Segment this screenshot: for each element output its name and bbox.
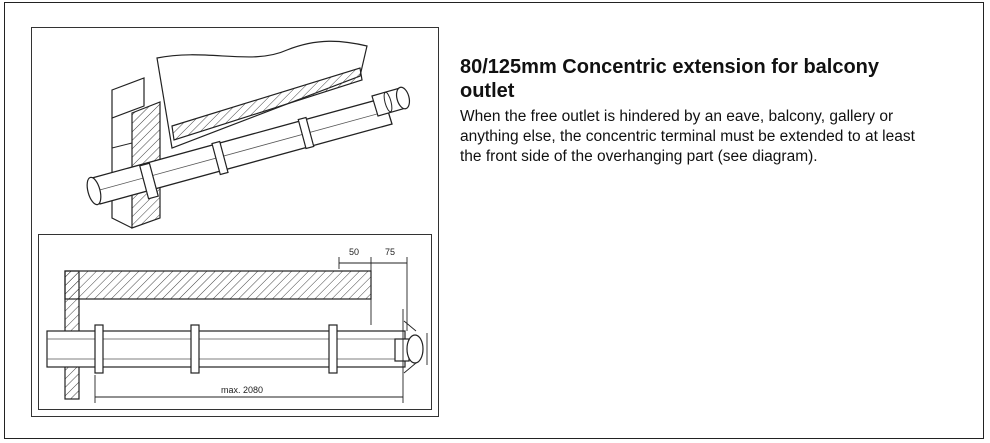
- concentric-pipe: [46, 324, 424, 374]
- dim-max-length-label: max. 2080: [221, 385, 263, 395]
- content-frame: 50 75 max. 2080 80/125mm Concentric exte…: [4, 2, 984, 439]
- section-description: When the free outlet is hindered by an e…: [460, 108, 915, 165]
- perspective-view: [32, 28, 438, 233]
- dimension-lines: [94, 257, 428, 403]
- balcony-slab: [156, 40, 368, 149]
- section-heading: 80/125mm Concentric extension for balcon…: [460, 56, 880, 102]
- section-drawing: 50 75 max. 2080: [46, 247, 428, 403]
- dim-75-label: 75: [385, 247, 395, 257]
- section-view: 50 75 max. 2080: [38, 234, 432, 410]
- dim-50-label: 50: [349, 247, 359, 257]
- balcony-slab: [64, 270, 372, 300]
- concentric-pipe: [86, 86, 411, 206]
- wall-section: [111, 77, 161, 229]
- installation-diagram: 50 75 max. 2080: [31, 27, 439, 417]
- perspective-drawing: [86, 40, 411, 229]
